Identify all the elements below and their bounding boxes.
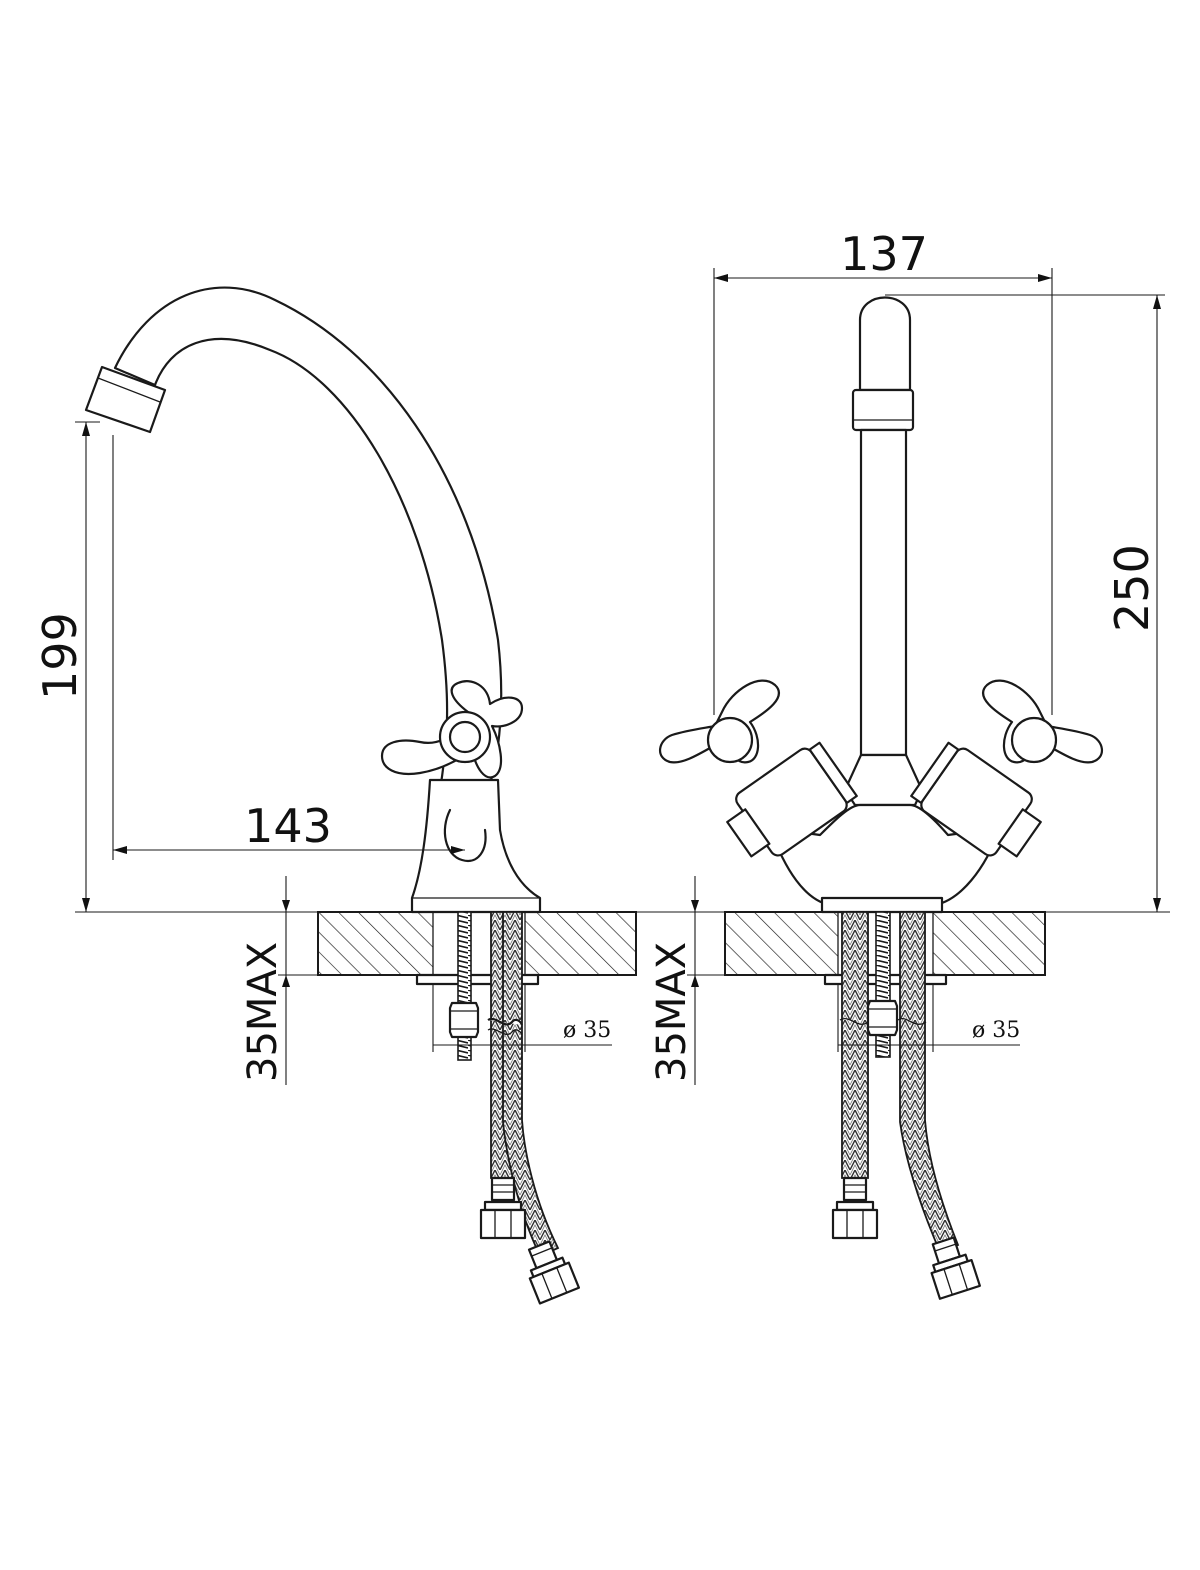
aerator-front [851, 388, 915, 432]
overall-width-label: 137 [840, 227, 928, 281]
hose-bent-left [502, 911, 560, 1258]
overall-height-label: 250 [1105, 544, 1159, 632]
dimension-overall-height: 250 [885, 294, 1165, 912]
spout-front [858, 296, 912, 392]
cross-handle-side [380, 680, 524, 779]
side-view: 199 143 35MAX ø 35 [33, 286, 1170, 1305]
hose-fitting-right-front [930, 1236, 981, 1300]
mounting-washer-left [415, 973, 540, 986]
hex-nut-left [448, 1001, 480, 1039]
dimension-spout-reach: 143 [112, 435, 465, 860]
hex-nut-right [866, 999, 899, 1037]
mount-thickness-label-left: 35MAX [240, 942, 286, 1082]
dimension-mount-left: 35MAX [240, 876, 318, 1085]
faucet-body-side [410, 778, 542, 914]
dimension-hole-left: ø 35 [432, 985, 612, 1052]
hose-fitting-straight-left [479, 1176, 527, 1240]
hose-fitting-bent-left [527, 1240, 580, 1305]
hose-fitting-left-front [831, 1176, 879, 1240]
countertop-left [317, 911, 637, 977]
handle-cap-right-front [1010, 716, 1058, 764]
spout-height-label: 199 [33, 612, 87, 700]
spout-reach-label: 143 [244, 799, 332, 853]
hole-diameter-label-left: ø 35 [563, 1018, 611, 1043]
valve-right-front [910, 741, 1042, 858]
hole-diameter-label-right: ø 35 [972, 1018, 1020, 1043]
handle-cap-left-front [706, 716, 754, 764]
front-view: 137 250 35MAX ø 35 [649, 227, 1165, 1300]
hose-right-front [899, 911, 960, 1254]
spout-side [113, 286, 503, 792]
dimension-hole-right: ø 35 [837, 985, 1020, 1052]
mount-thickness-label-right: 35MAX [649, 942, 695, 1082]
dimension-spout-height: 199 [33, 421, 100, 912]
aerator-side [84, 365, 167, 434]
dimension-mount-right: 35MAX [649, 876, 725, 1085]
valve-left-front [726, 741, 858, 858]
dimension-overall-width: 137 [713, 227, 1053, 715]
